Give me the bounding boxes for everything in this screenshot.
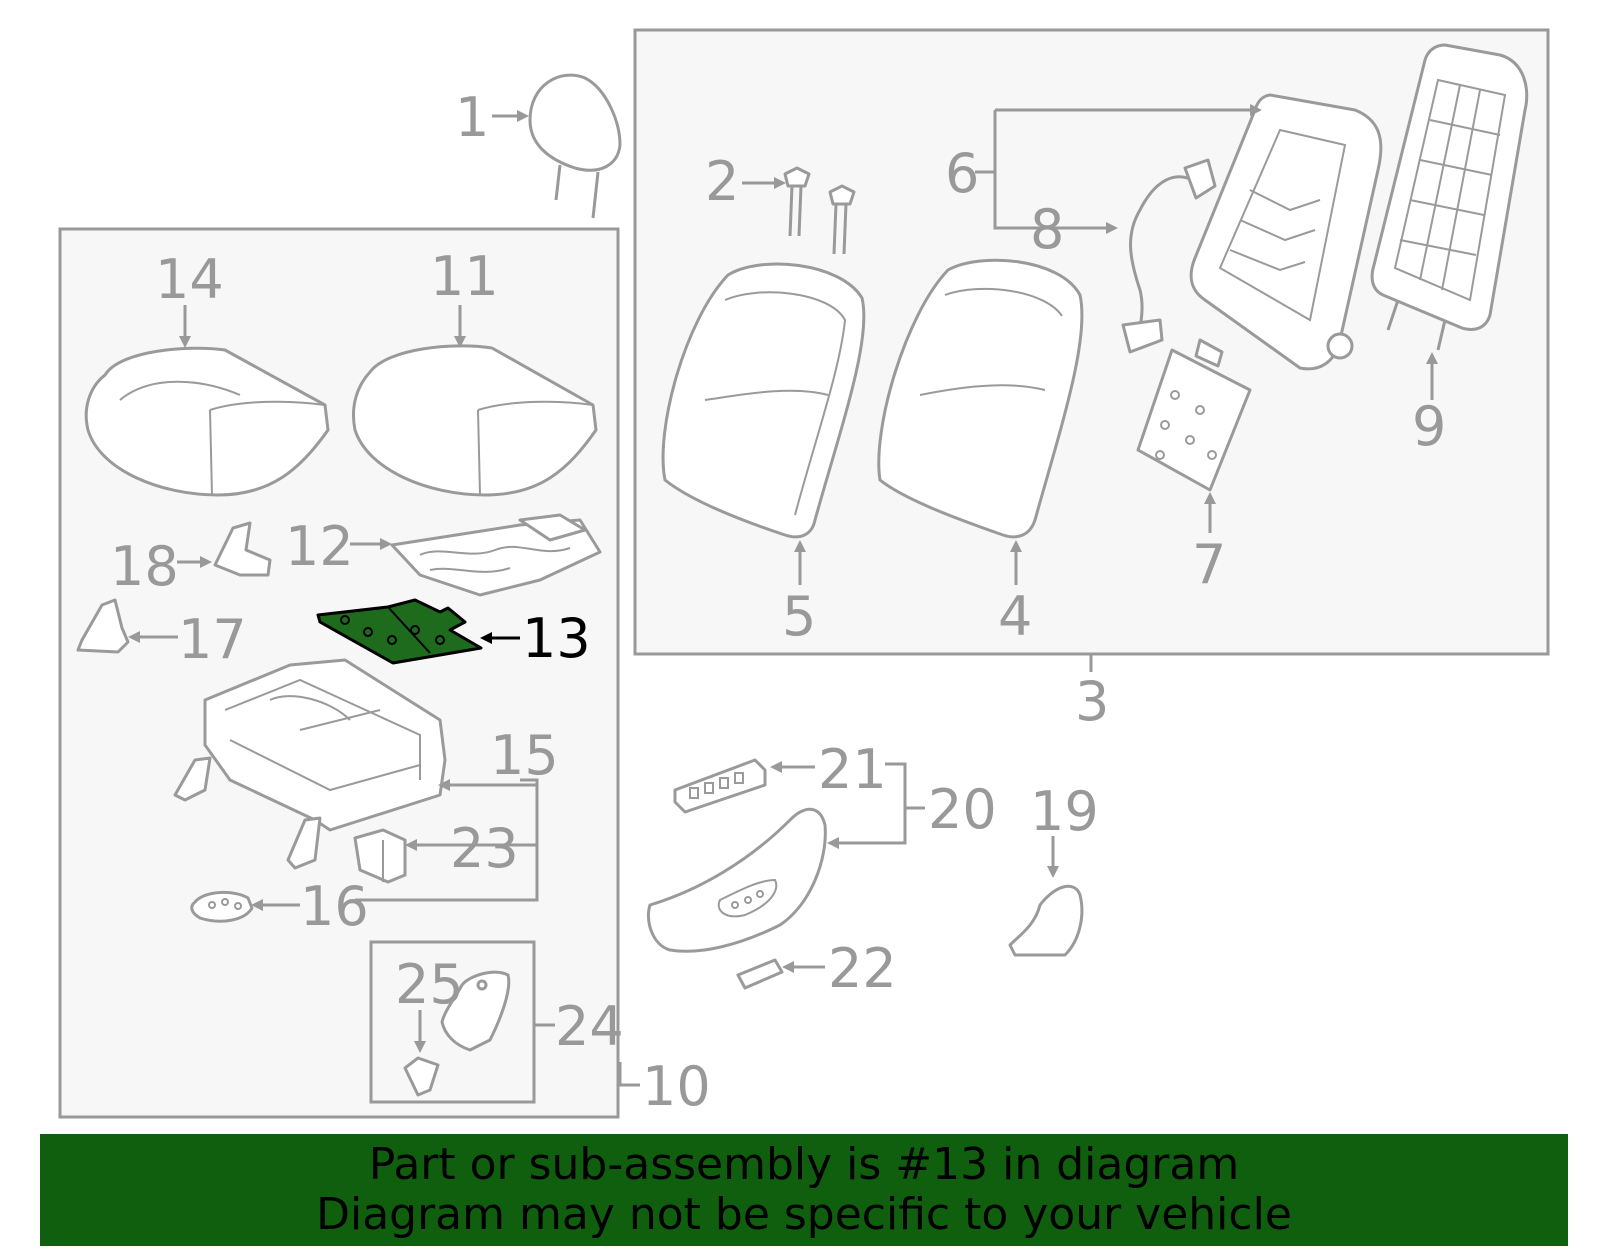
callout-6: 6 <box>945 142 979 205</box>
seat-back-pad-part[interactable] <box>877 258 1084 539</box>
notice-banner: Part or sub-assembly is #13 in diagram D… <box>40 1134 1568 1246</box>
headrest-guide-part[interactable] <box>783 166 856 255</box>
callout-15: 15 <box>490 724 559 787</box>
seat-switch-part[interactable] <box>673 758 767 814</box>
trim-cover-part[interactable] <box>1008 884 1084 957</box>
leader-lines <box>128 104 1438 1087</box>
banner-line-2: Diagram may not be specific to your vehi… <box>316 1189 1292 1240</box>
callout-21: 21 <box>818 738 887 801</box>
headrest-part[interactable] <box>528 73 622 219</box>
callout-13: 13 <box>522 607 591 670</box>
callout-17: 17 <box>178 608 247 671</box>
seat-back-frame-part[interactable] <box>1189 93 1383 371</box>
callout-5: 5 <box>782 585 816 648</box>
side-shield-part[interactable] <box>646 807 827 953</box>
callout-20: 20 <box>928 778 997 841</box>
seat-motor-part[interactable] <box>353 828 407 884</box>
callout-12: 12 <box>285 515 354 578</box>
callout-3: 3 <box>1075 670 1109 733</box>
bracket-17-part[interactable] <box>76 598 130 654</box>
bracket-24-part[interactable] <box>440 970 511 1052</box>
callout-numbers: 1 2 3 4 5 6 7 8 9 10 11 12 13 14 15 16 1… <box>110 86 1446 1118</box>
callout-2: 2 <box>705 150 739 213</box>
lumbar-support-plate-part[interactable] <box>1136 338 1252 492</box>
seat-cushion-pad-part[interactable] <box>351 344 598 497</box>
callout-16: 16 <box>300 875 369 938</box>
banner-line-1: Part or sub-assembly is #13 in diagram <box>368 1139 1240 1190</box>
callout-23: 23 <box>450 817 519 880</box>
callout-10: 10 <box>642 1055 711 1118</box>
seat-cushion-cover-part[interactable] <box>84 346 330 497</box>
wire-harness-part[interactable] <box>1121 158 1217 354</box>
callout-22: 22 <box>828 937 897 1000</box>
callout-14: 14 <box>155 248 224 311</box>
callout-11: 11 <box>430 245 499 308</box>
seat-track-frame-part[interactable] <box>173 658 447 870</box>
knob-part[interactable] <box>190 891 254 923</box>
callout-19: 19 <box>1030 780 1099 843</box>
callout-9: 9 <box>1412 395 1446 458</box>
callout-7: 7 <box>1192 533 1226 596</box>
small-switch-part[interactable] <box>736 958 784 990</box>
bracket-18-part[interactable] <box>213 521 272 577</box>
callout-18: 18 <box>110 535 179 598</box>
callout-24: 24 <box>555 995 624 1058</box>
callout-8: 8 <box>1030 198 1064 261</box>
highlighted-part-13-plate[interactable] <box>316 598 483 665</box>
seat-heater-mat-part[interactable] <box>390 513 602 597</box>
seat-back-cover-part[interactable] <box>661 262 866 539</box>
callout-1: 1 <box>455 86 489 149</box>
seat-back-panel-part[interactable] <box>1370 43 1529 351</box>
callout-25: 25 <box>395 953 464 1016</box>
callout-4: 4 <box>998 585 1032 648</box>
cover-25-part[interactable] <box>403 1056 440 1097</box>
